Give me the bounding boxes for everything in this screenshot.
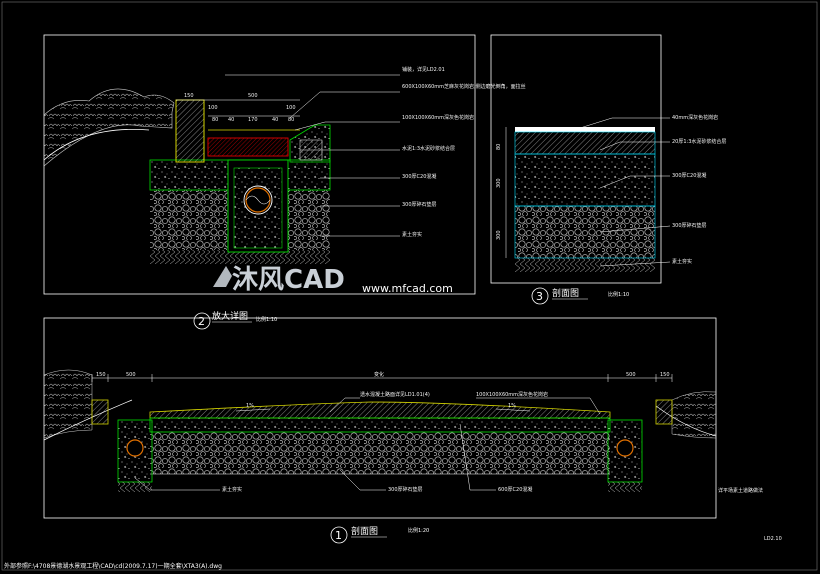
d1-dim-4: 150 (660, 372, 670, 378)
detail-3-scale: 比例1:10 (608, 291, 629, 298)
d1-gravel-layer (150, 432, 610, 474)
d3-dim-1: 300 (496, 178, 502, 188)
d3-granite (515, 127, 655, 132)
d2-note-3: 水泥1:3水泥砂浆结合层 (402, 145, 455, 152)
detail-1-number: 1 (335, 529, 342, 542)
d1-planting-right (671, 391, 717, 439)
d1-note-5: 详平场素土道路做法 (718, 487, 763, 494)
d1-dim-2: 变化 (374, 371, 384, 378)
detail-2-number-bubble (193, 312, 211, 330)
d1-note-1: 100X100X60mm深灰色花岗岩 (476, 391, 548, 398)
d1-slope-left: 1% (246, 403, 254, 409)
curb-stone-d2 (175, 99, 205, 163)
d1-note-3: 300厚碎石垫层 (388, 486, 423, 493)
d1-dim-3: 500 (626, 372, 636, 378)
watermark: 沐风CAD www.mfcad.com (213, 265, 453, 295)
d3-note-2: 300厚C20混凝 (672, 172, 706, 179)
d3-dim-2: 300 (496, 230, 502, 240)
detail-1-title: 剖面图 (351, 525, 378, 537)
d2-note-6: 素土夯实 (402, 231, 422, 238)
d2-note-2: 100X100X60mm深灰色花岗岩 (402, 114, 474, 121)
d1-drain-pipe-right (616, 439, 634, 457)
detail-2-scale: 比例1:10 (256, 316, 277, 323)
detail-3-title: 剖面图 (552, 287, 579, 299)
detail-2-title: 放大详图 (212, 310, 248, 322)
detail-2-number: 2 (198, 315, 205, 328)
d2-dim-7: 40 (272, 117, 278, 123)
watermark-logo-icon (213, 266, 232, 287)
d2-note-4: 300厚C20混凝 (402, 173, 436, 180)
d2-dim-2: 100 (208, 105, 218, 111)
d3-concrete (514, 153, 656, 207)
earth-layer-d2 (150, 250, 330, 264)
d3-note-0: 40mm深灰色花岗岩 (672, 114, 718, 121)
detail-1-section: 150 500 变化 500 150 1% 1% 透水混凝土路面详见LD1.01… (43, 317, 763, 544)
d3-dim-0: 80 (496, 144, 502, 150)
d3-gravel (514, 205, 656, 259)
d2-dim-6: 170 (248, 117, 258, 123)
d1-drain-pipe-left (126, 439, 144, 457)
d1-note-0: 透水混凝土路面详见LD1.01(4) (360, 391, 430, 398)
d1-slope-right: 1% (508, 403, 516, 409)
ground-curve (43, 129, 150, 161)
d2-dim-5: 40 (228, 117, 234, 123)
d2-note-1: 600X100X60mm芝麻灰花岗岩,侧边磨光倒角，面拉丝 (402, 83, 526, 90)
detail-1-number-bubble (330, 526, 348, 544)
d1-dim-1: 500 (126, 372, 136, 378)
detail-3-number: 3 (536, 290, 543, 303)
planting-area-left (43, 88, 175, 167)
d1-curb-right (655, 399, 673, 425)
d1-note-4: 600厚C20混凝 (498, 486, 532, 493)
d1-note-2: 素土夯实 (222, 486, 242, 493)
detail-1-scale: 比例1:20 (408, 527, 429, 534)
d2-dim-3: 100 (286, 105, 296, 111)
d2-note-5: 300厚碎石垫层 (402, 201, 437, 208)
granite-edging-d2 (207, 137, 289, 157)
d3-earth (515, 258, 655, 272)
detail-2-enlarged: 500 150 100 100 80 40 170 40 80 铺装，详见LD2… (43, 34, 526, 330)
detail-3-section: 80 300 300 40mm深灰色花岗岩 20厚1:3水泥砂浆结合层 300厚… (490, 34, 726, 305)
watermark-url: www.mfcad.com (362, 282, 453, 295)
d2-dim-4: 80 (212, 117, 218, 123)
watermark-brand: 沐风CAD (232, 265, 345, 295)
d1-permeable-pavement (149, 401, 611, 419)
d2-dim-1: 150 (184, 93, 194, 99)
d1-curb-left (91, 399, 109, 425)
d1-planting-left (43, 369, 93, 439)
d1-concrete-layer (149, 417, 611, 433)
d2-dim-0: 500 (248, 93, 258, 99)
sheet-number: LD2.10 (764, 536, 782, 542)
xref-path: 外部参照F:\4708景德湖水景观工程\CAD\cd(2009.7.17)一期全… (4, 562, 222, 570)
detail-3-frame (490, 34, 662, 284)
d3-note-1: 20厚1:3水泥砂浆结合层 (672, 138, 726, 145)
d3-note-3: 300厚碎石垫层 (672, 222, 707, 229)
d1-dim-0: 150 (96, 372, 106, 378)
d2-note-0: 铺装，详见LD2.01 (402, 66, 445, 73)
d2-dim-8: 80 (288, 117, 294, 123)
d3-note-4: 素土夯实 (672, 258, 692, 265)
d3-mortar (514, 131, 656, 155)
detail-3-number-bubble (531, 287, 549, 305)
